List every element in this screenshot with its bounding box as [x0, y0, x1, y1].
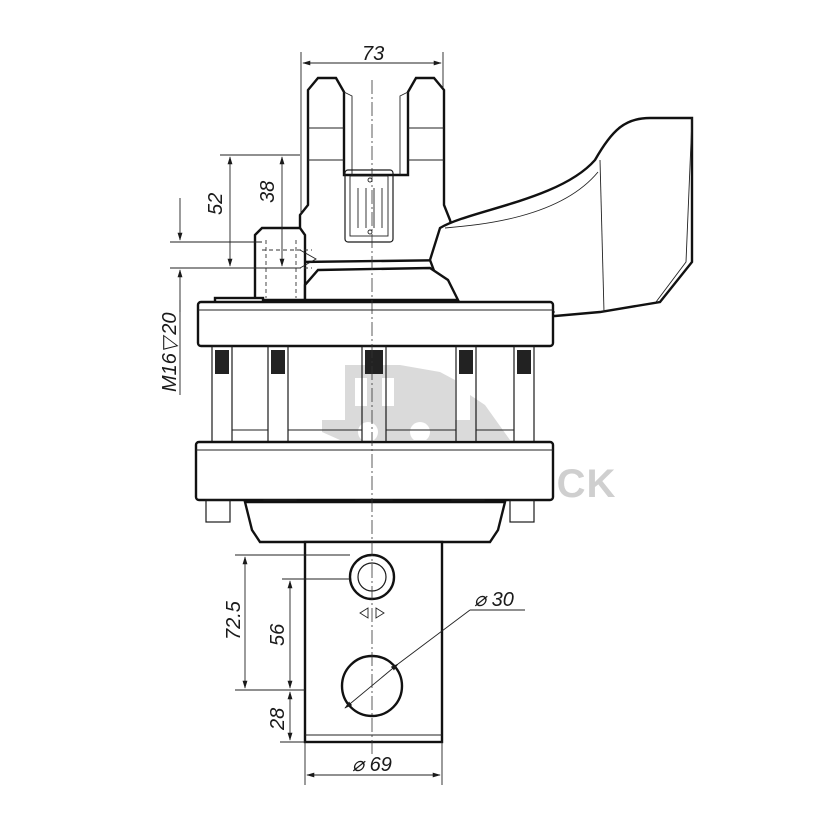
- dim-top-width: 73: [300, 43, 444, 215]
- dim-72-5: 72.5: [223, 554, 350, 691]
- dim-73-label: 73: [362, 43, 384, 65]
- dim-thread: M16▽20: [159, 198, 262, 395]
- top-yoke: [298, 76, 462, 264]
- bolt-2: [267, 345, 289, 443]
- name-plate: [344, 169, 394, 243]
- dim-69-label: ⌀ 69: [352, 754, 392, 776]
- output-shaft: [303, 540, 444, 744]
- dim-hole-diameter: ⌀ 30: [344, 589, 525, 709]
- dim-56: 56: [267, 578, 350, 689]
- dim-thread-label: M16▽20: [159, 312, 181, 392]
- bolt-5: [513, 345, 535, 443]
- dim-38-label: 38: [257, 181, 279, 203]
- dim-28: 28: [267, 691, 305, 743]
- bolt-1: [211, 345, 233, 443]
- truck-logo-icon: [322, 365, 510, 442]
- dim-38: 38: [257, 156, 285, 267]
- dim-72-5-label: 72.5: [223, 600, 245, 640]
- lower-flange: [194, 440, 555, 502]
- dim-shaft-diameter: ⌀ 69: [304, 742, 443, 785]
- upper-flange: [196, 300, 555, 348]
- dim-52-label: 52: [205, 193, 227, 215]
- dim-56-label: 56: [267, 623, 289, 646]
- bolts: [211, 345, 535, 443]
- lower-housing: [243, 500, 507, 544]
- rotation-arrows-icon: [359, 607, 385, 619]
- dim-30-label: ⌀ 30: [474, 589, 514, 611]
- side-arm: [428, 116, 694, 318]
- dim-28-label: 28: [267, 708, 289, 731]
- upper-housing: [213, 266, 460, 306]
